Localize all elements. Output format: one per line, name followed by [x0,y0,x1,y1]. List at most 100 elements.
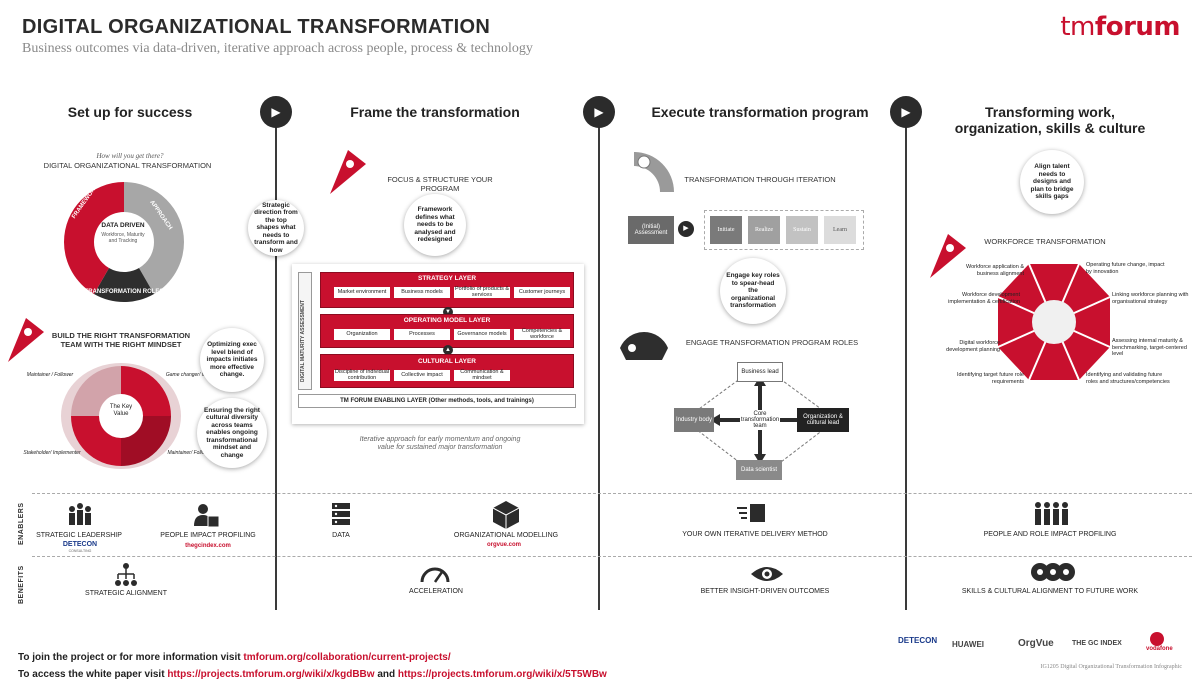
data-label: DATA [332,532,350,539]
ring-center-subtitle: Workforce, Maturity and Tracking [101,232,145,244]
logo-tm: tm [1060,12,1095,42]
role-core-team: Core transformation team [740,410,780,430]
workforce-right-label: Identifying and validating future roles … [1086,372,1170,385]
operating-item: Competencies & workforce [514,328,570,340]
partner-logo-vodafone[interactable]: vodafone [1146,646,1173,652]
maturity-assessment-bar [298,272,312,390]
detecon-logo[interactable]: DETECON [62,541,98,548]
join-project-line: To join the project or for more informat… [18,652,451,663]
acceleration-label: ACCELERATION [409,588,463,595]
segment-roles-label: TRANSFORMATION ROLES [84,289,164,295]
bubble-framework: Framework defines what needs to be analy… [404,194,466,256]
gears-people-icon [1031,563,1075,581]
iterative-note-line-2: value for sustained major transformation [377,444,503,452]
role-org-cultural-lead: Organization & cultural lead [797,408,849,432]
whitepaper-text: To access the white paper visit [18,669,168,680]
iteration-loop [704,210,864,250]
quadrant-label-bottom-left: Stakeholder/ Implementer [23,450,81,456]
strategic-alignment-label: STRATEGIC ALIGNMENT [85,590,167,597]
play-icon[interactable]: ▶ [583,96,615,128]
profile-icon [194,504,220,528]
bubble-ensuring-diversity: Ensuring the right cultural diversity ac… [197,398,267,468]
strategy-item: Portfolio of products & services [454,286,510,298]
iteration-icon [634,152,674,192]
quadrant-label-top-left: Maintainer / Follower [26,372,74,378]
cultural-item: Discipline of individual contribution [334,369,390,381]
workforce-right-label: Operating future change, impact by innov… [1086,262,1165,275]
quadrant-label-top-right: Game changer/ Initiator [165,372,219,378]
chevron-down-icon: ▼ [443,307,453,317]
iterative-delivery-label: YOUR OWN ITERATIVE DELIVERY METHOD [682,531,828,538]
iterative-approach-note: Iterative approach for early momentum an… [330,436,550,453]
join-link[interactable]: tmforum.org/collaboration/current-projec… [243,652,451,663]
workforce-transformation-title: WORKFORCE TRANSFORMATION [984,237,1106,246]
org-modelling-label: ORGANIZATIONAL MODELLING [453,532,559,539]
cube-icon [492,501,520,529]
whitepaper-line: To access the white paper visit https://… [18,669,607,680]
bubble-align-talent: Align talent needs to designs and plan t… [1020,150,1084,214]
play-icon[interactable]: ▶ [260,96,292,128]
enablers-side-label: ENABLERS [18,502,25,545]
iteration-title: TRANSFORMATION THROUGH ITERATION [684,175,836,184]
ring-title: DIGITAL ORGANIZATIONAL TRANSFORMATION [43,161,212,170]
leadership-icon [69,503,91,525]
skills-alignment-label: SKILLS & CULTURAL ALIGNMENT TO FUTURE WO… [961,588,1139,595]
database-icon [332,503,350,525]
cultural-item: Collective impact [394,370,450,381]
operating-item: Governance models [454,329,510,340]
whitepaper-and: and [374,669,398,680]
role-industry-body: Industry body [674,408,714,432]
stage-initiate: Initiate [710,216,742,244]
heading-line-2: organization, skills & culture [954,120,1146,136]
people-icon [620,332,668,360]
partner-logo-detecon[interactable]: DETECON [898,636,938,645]
network-icon [330,150,366,194]
delivery-icon [737,504,765,522]
strategy-item: Business models [394,287,450,298]
stage-sustain: Sustain [786,216,818,244]
operating-layer-title: OPERATING MODEL LAYER [403,317,491,324]
build-team-title-line-2: TEAM WITH THE RIGHT MINDSET [60,340,182,349]
people-group-icon [1035,502,1068,525]
column-heading-frame: Frame the transformation [350,104,520,120]
partner-logo-gcindex[interactable]: THE GC INDEX [1072,640,1122,647]
quadrant-label-bottom-right: Maintainer/ Follower [167,450,213,456]
partner-logo-huawei[interactable]: HUAWEI [952,640,984,649]
operating-item: Organization [334,329,390,340]
workforce-left-label: Identifying target future role requireme… [957,372,1024,385]
maturity-assessment-label: DIGITAL MATURITY ASSESSMENT [300,300,306,382]
play-icon[interactable]: ▶ [678,221,694,237]
play-icon[interactable]: ▶ [890,96,922,128]
role-business-lead: Business lead [737,362,783,382]
build-team-title: BUILD THE RIGHT TRANSFORMATION TEAM WITH… [46,331,196,349]
detecon-logo-subtitle: CONSULTING [68,549,92,553]
partner-logo-orgvue[interactable]: OrgVue [1018,638,1054,649]
tmforum-logo[interactable]: tmforum [1060,12,1180,42]
role-data-scientist: Data scientist [736,460,782,480]
orgvue-link[interactable]: orgvue.com [486,542,521,548]
stage-realize: Realize [748,216,780,244]
people-impact-label: PEOPLE IMPACT PROFILING [160,532,256,539]
column-heading-transforming: Transforming work, organization, skills … [940,104,1160,136]
page-subtitle: Business outcomes via data-driven, itera… [22,41,533,56]
bubble-optimizing: Optimizing exec level blend of impacts i… [200,328,264,392]
column-divider-3 [905,112,907,610]
focus-structure-label: FOCUS & STRUCTURE YOUR PROGRAM [387,175,493,193]
whitepaper-link-1[interactable]: https://projects.tmforum.org/wiki/x/kgdB… [167,669,375,680]
bubble-engage-roles: Engage key roles to spear-head the organ… [720,258,786,324]
benefits-divider [32,556,1192,557]
people-role-profiling-label: PEOPLE AND ROLE IMPACT PROFILING [983,531,1117,538]
chevron-up-icon: ▲ [443,345,453,355]
workforce-left-label: Workforce development implementation & c… [948,292,1020,305]
whitepaper-link-2[interactable]: https://projects.tmforum.org/wiki/x/5T5W… [397,669,607,680]
operating-item: Processes [394,329,450,340]
benefits-side-label: BENEFITS [18,565,25,604]
build-team-title-line-1: BUILD THE RIGHT TRANSFORMATION [51,331,191,340]
copyright-text: IG1205 Digital Organizational Transforma… [1040,664,1182,670]
vodafone-icon [1150,632,1164,646]
workforce-right-label: Linking workforce planning with organisa… [1112,292,1189,305]
network-icon [930,234,966,278]
gcindex-link[interactable]: thegcindex.com [185,543,231,549]
workforce-left-label: Workforce application & business alignme… [966,264,1024,277]
ring-question: How will you get there? [96,152,164,160]
